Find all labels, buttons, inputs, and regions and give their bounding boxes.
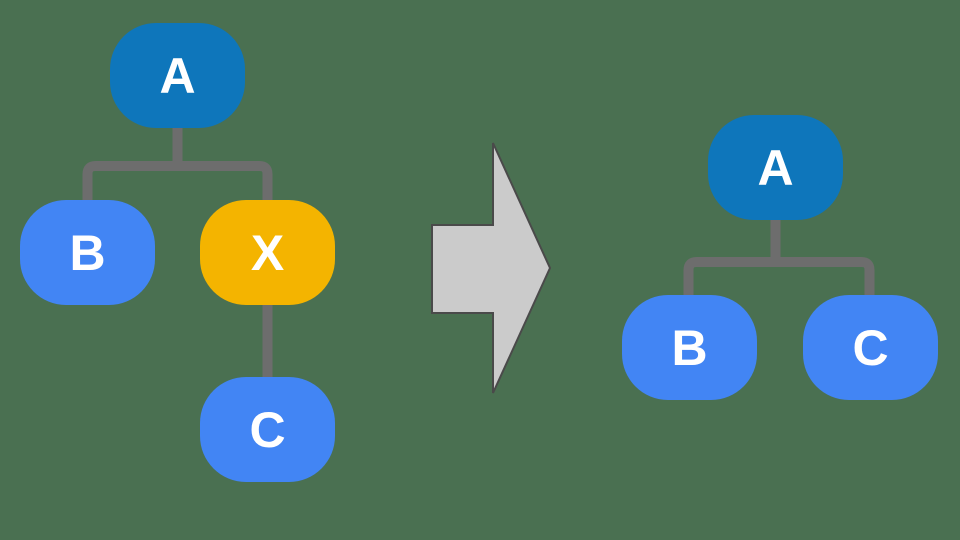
node-right-b: B <box>622 295 757 400</box>
node-label: C <box>852 319 889 376</box>
edge-bracket-left <box>82 161 273 205</box>
node-left-c: C <box>200 377 335 482</box>
node-label: B <box>69 224 106 281</box>
node-label: A <box>757 139 794 196</box>
node-label: A <box>159 47 196 104</box>
node-label: C <box>249 401 286 458</box>
right-arrow-icon <box>431 142 552 394</box>
node-label: X <box>250 224 285 281</box>
node-left-a: A <box>110 23 245 128</box>
node-right-c: C <box>803 295 938 400</box>
node-right-a: A <box>708 115 843 220</box>
node-left-x: X <box>200 200 335 305</box>
edge-bracket-right <box>683 257 875 300</box>
node-label: B <box>671 319 708 376</box>
node-left-b: B <box>20 200 155 305</box>
